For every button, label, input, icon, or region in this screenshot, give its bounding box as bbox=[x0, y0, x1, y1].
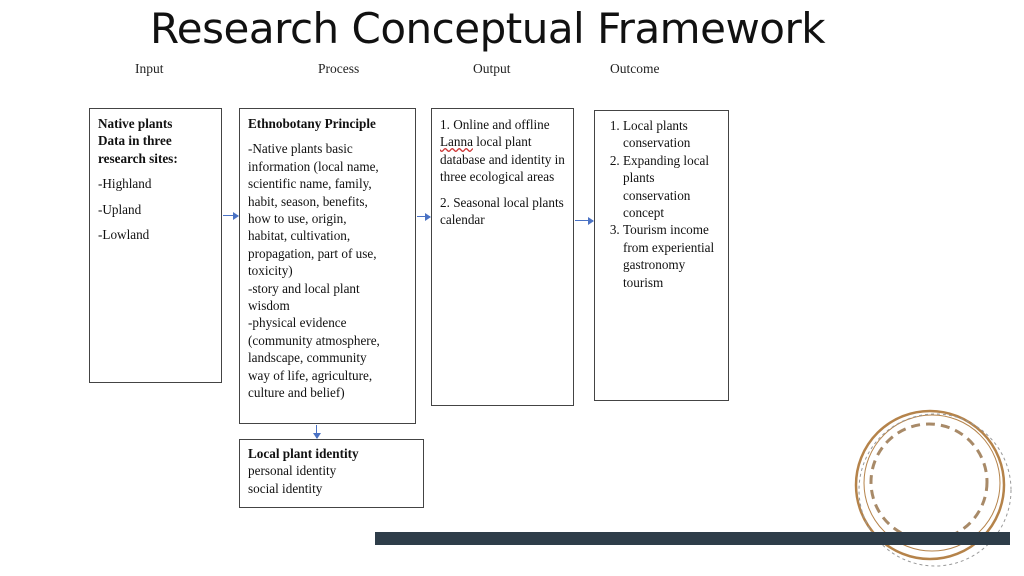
process-box: Ethnobotany Principle -Native plants bas… bbox=[239, 108, 416, 424]
arrow-right-icon bbox=[417, 211, 431, 222]
process-line: -physical evidence bbox=[248, 315, 347, 331]
identity-line: personal identity bbox=[248, 463, 337, 479]
output-item-2: 2. Seasonal local plants calendar bbox=[440, 194, 564, 228]
header-outcome: Outcome bbox=[610, 61, 660, 76]
site-item: -Highland bbox=[98, 176, 152, 192]
decorative-bar bbox=[375, 532, 1010, 545]
process-line: habitat, cultivation, bbox=[248, 228, 351, 244]
identity-line: social identity bbox=[248, 480, 323, 496]
process-line: -Native plants basic bbox=[248, 141, 353, 157]
process-line: scientific name, family, bbox=[248, 176, 372, 192]
process-line: propagation, part of use, bbox=[248, 245, 377, 261]
input-box: Native plants Data in three research sit… bbox=[89, 108, 222, 383]
arrow-right-icon bbox=[575, 215, 594, 226]
header-input: Input bbox=[135, 61, 164, 76]
process-heading: Ethnobotany Principle bbox=[248, 116, 376, 131]
identity-heading: Local plant identity bbox=[248, 446, 359, 461]
process-line: how to use, origin, bbox=[248, 211, 347, 227]
text: 1. Online and offline bbox=[440, 117, 550, 132]
header-process: Process bbox=[318, 61, 360, 76]
text: Lanna bbox=[440, 134, 473, 150]
process-line: information (local name, bbox=[248, 158, 379, 174]
decorative-rings-icon bbox=[854, 409, 1012, 567]
outcome-item: Expanding local plants conservation conc… bbox=[623, 152, 722, 222]
process-line: -story and local plant bbox=[248, 280, 360, 296]
process-line: culture and belief) bbox=[248, 385, 345, 401]
slide-title: Research Conceptual Framework bbox=[150, 4, 826, 53]
process-line: way of life, agriculture, bbox=[248, 367, 373, 383]
output-box: 1. Online and offline Lanna local plant … bbox=[431, 108, 574, 406]
process-line: (community atmosphere, bbox=[248, 332, 380, 348]
process-line: wisdom bbox=[248, 298, 290, 314]
site-item: -Upland bbox=[98, 201, 142, 217]
text: local plant database and identity in thr… bbox=[440, 134, 565, 185]
process-line: landscape, community bbox=[248, 350, 367, 366]
process-line: toxicity) bbox=[248, 263, 293, 279]
outcome-item: Local plants conservation bbox=[623, 117, 722, 152]
input-heading: research sites: bbox=[98, 150, 178, 166]
input-heading: Data in three bbox=[98, 133, 172, 149]
identity-box: Local plant identity personal identity s… bbox=[239, 439, 424, 508]
header-output: Output bbox=[473, 61, 511, 76]
arrow-down-icon bbox=[311, 425, 322, 439]
input-heading: Native plants bbox=[98, 116, 173, 131]
process-line: habit, season, benefits, bbox=[248, 193, 368, 209]
arrow-right-icon bbox=[223, 210, 239, 221]
output-item-1: 1. Online and offline Lanna local plant … bbox=[440, 116, 565, 186]
site-item: -Lowland bbox=[98, 227, 150, 243]
outcome-item: Tourism income from experiential gastron… bbox=[623, 221, 722, 291]
outcome-box: Local plants conservation Expanding loca… bbox=[594, 110, 729, 401]
